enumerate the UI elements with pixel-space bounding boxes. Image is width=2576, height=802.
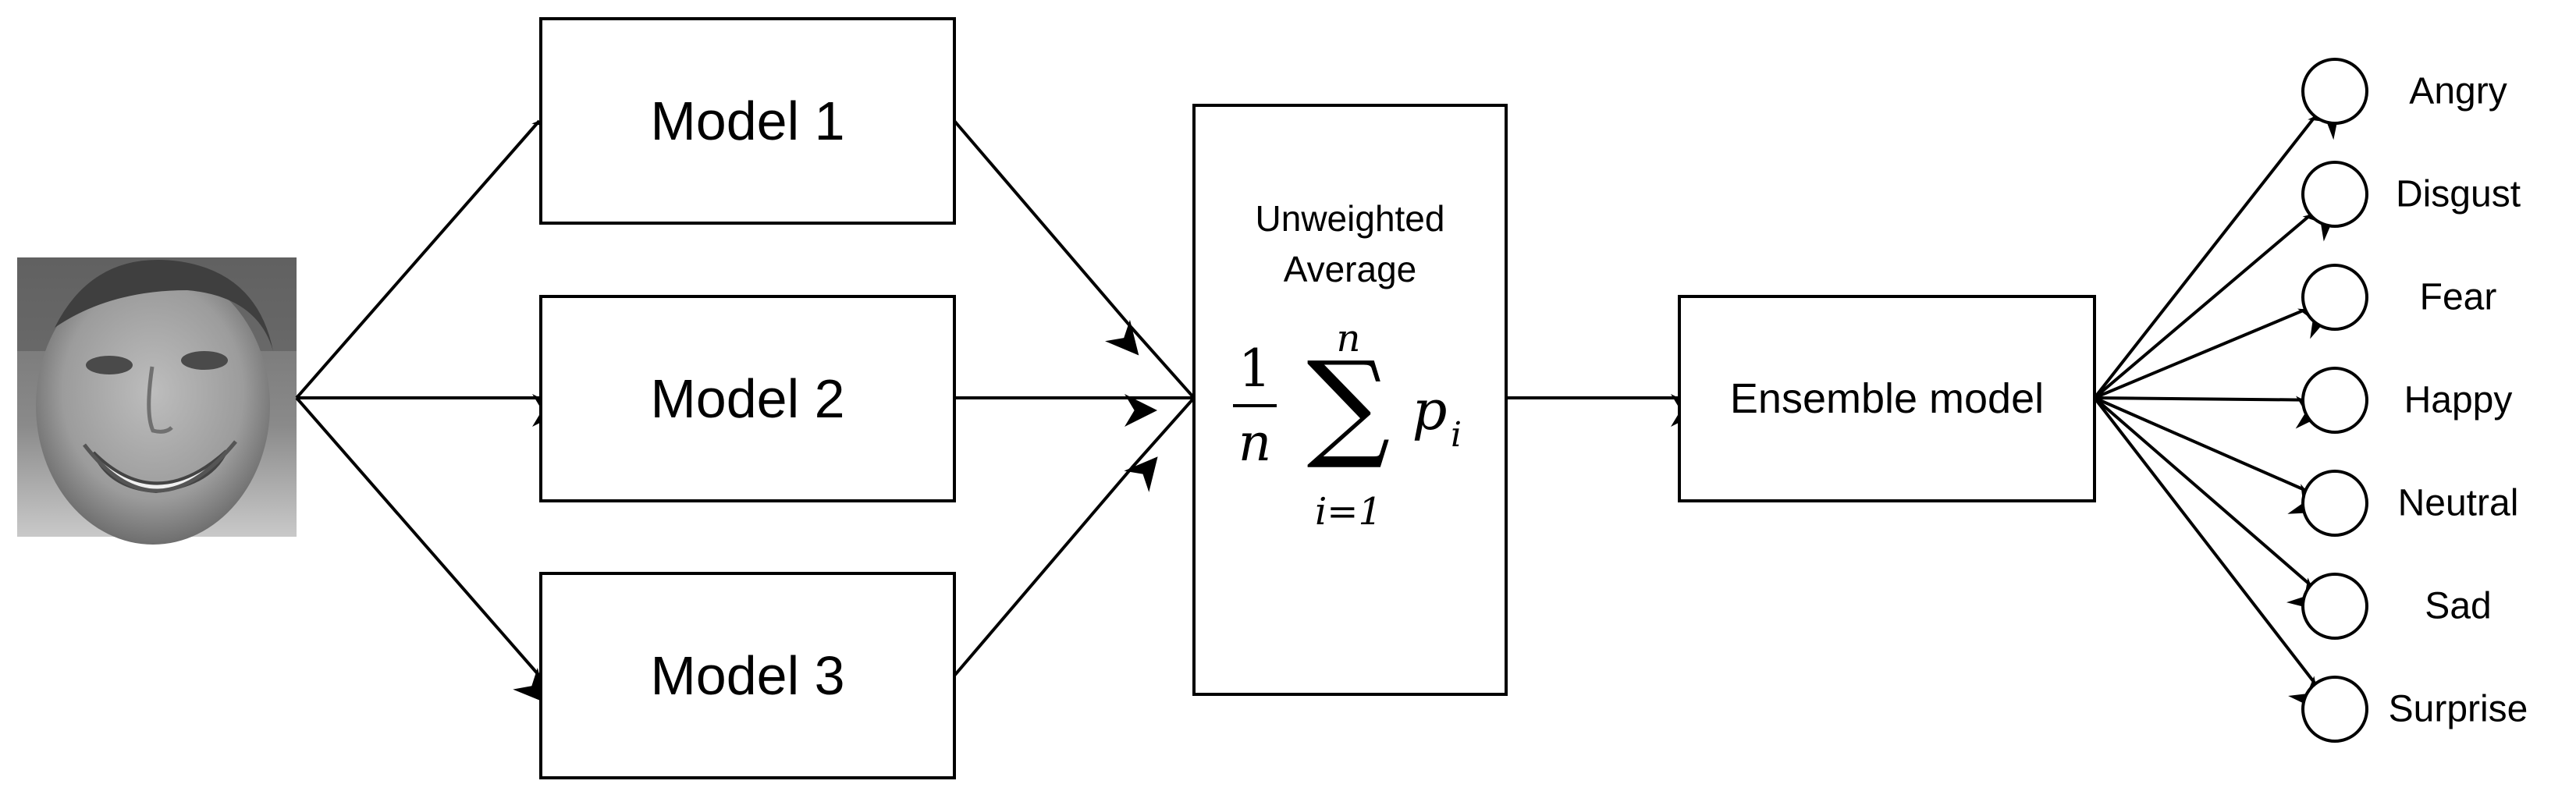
average-box: Unweighted Average 1 n n ∑ i=1 p i [1192,104,1508,696]
average-title-line2: Average [1284,249,1417,289]
output-arrow-sad [2093,396,2322,612]
output-circle [2301,161,2368,228]
output-label: Neutral [2398,483,2519,524]
output-label: Happy [2404,380,2513,421]
output-circle [2301,264,2368,331]
output-circle [2301,58,2368,125]
output-label: Sad [2425,586,2491,627]
output-circle [2301,470,2368,537]
formula-denominator: n [1238,413,1272,473]
output-node-disgust: Disgust [2301,161,2521,228]
output-node-sad: Sad [2301,573,2492,640]
output-node-fear: Fear [2301,264,2497,331]
output-arrow-fear [2094,307,2334,399]
average-title-line1: Unweighted [1256,198,1445,239]
model-2-label: Model 2 [650,368,844,429]
formula-sum-symbol: ∑ [1306,337,1390,473]
model-box-2: Model 2 [539,295,956,502]
output-label: Surprise [2389,689,2528,730]
model-box-1: Model 1 [539,17,956,225]
output-arrow-happy [2094,396,2329,429]
output-circle [2301,573,2368,640]
model-1-label: Model 1 [650,90,844,151]
output-circle [2301,367,2368,434]
output-arrow-neutral [2094,396,2325,514]
output-node-surprise: Surprise [2301,676,2528,743]
formula-term-subscript: i [1451,415,1462,455]
input-connectors [295,109,566,704]
output-node-happy: Happy [2301,367,2513,434]
output-node-angry: Angry [2301,58,2507,125]
output-label: Fear [2420,277,2497,318]
output-arrow-surprise [2093,396,2322,712]
formula-term-base: p [1412,378,1448,442]
output-arrow-disgust [2093,208,2339,399]
average-formula: 1 n n ∑ i=1 p i [1233,317,1462,534]
model-connectors [953,119,1196,677]
formula-lower-limit: i=1 [1315,490,1382,534]
model-3-label: Model 3 [650,645,844,706]
formula-numerator: 1 [1238,339,1271,399]
output-label: Angry [2409,71,2507,112]
output-label: Disgust [2396,174,2521,215]
formula-upper-limit: n [1337,317,1361,360]
model-box-3: Model 3 [539,572,956,779]
ensemble-box: Ensemble model [1678,295,2096,502]
output-connectors [2093,104,2341,712]
ensemble-label: Ensemble model [1730,375,2044,422]
face-image [17,257,297,545]
output-node-neutral: Neutral [2301,470,2519,537]
output-circle [2301,676,2368,743]
output-arrow-angry [2093,104,2341,399]
